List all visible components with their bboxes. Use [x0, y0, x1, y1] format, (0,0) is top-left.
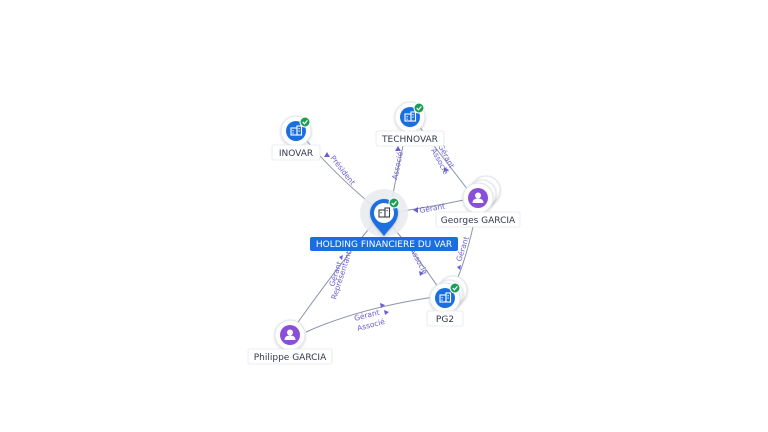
- edge-holding-inovar[interactable]: [301, 134, 373, 206]
- node-label-inovar: INOVAR: [279, 149, 313, 159]
- node-label-georges-garcia: Georges GARCIA: [441, 216, 516, 226]
- node-label-box: [426, 310, 464, 327]
- node-philippe-garcia[interactable]: Philippe GARCIA: [247, 319, 333, 365]
- edge-arrow: [419, 271, 424, 276]
- edge-arrow: [395, 146, 401, 151]
- node-label-box: [435, 211, 521, 228]
- node-label-box: [375, 130, 445, 147]
- edge-arrow: [339, 255, 343, 260]
- edge-label-associe: Associé: [408, 247, 429, 277]
- edge-philippe-holding[interactable]: [295, 224, 373, 326]
- edge-label-associe: Associé: [390, 150, 405, 180]
- node-inovar[interactable]: INOVAR: [271, 115, 321, 161]
- node-label-box: [310, 237, 458, 251]
- node-label-holding: HOLDING FINANCIERE DU VAR: [316, 240, 452, 250]
- check-icon: [449, 282, 461, 294]
- node-technovar[interactable]: TECHNOVAR: [375, 101, 445, 147]
- check-icon: [299, 116, 311, 128]
- edge-label-president: Président: [328, 154, 357, 187]
- node-georges-garcia[interactable]: Georges GARCIA: [435, 175, 521, 228]
- node-holding-financiere-du-var[interactable]: HOLDING FINANCIERE DU VAR: [310, 189, 458, 251]
- check-icon: [388, 197, 400, 209]
- node-label-box: [247, 348, 333, 365]
- check-icon: [413, 102, 425, 114]
- edge-arrow: [380, 303, 385, 308]
- node-pg2[interactable]: PG2: [426, 275, 468, 327]
- node-label-technovar: TECHNOVAR: [381, 135, 438, 145]
- edge-arrow: [457, 265, 461, 270]
- node-label-pg2: PG2: [436, 315, 454, 325]
- edge-arrow: [384, 310, 389, 315]
- edge-arrow: [444, 167, 449, 172]
- edge-arrow: [324, 152, 330, 157]
- building-icon: [378, 207, 391, 218]
- edge-arrow: [413, 207, 418, 213]
- node-label-philippe-garcia: Philippe GARCIA: [254, 353, 327, 363]
- edge-philippe-pg2[interactable]: [305, 296, 435, 333]
- node-label-box: [271, 144, 321, 161]
